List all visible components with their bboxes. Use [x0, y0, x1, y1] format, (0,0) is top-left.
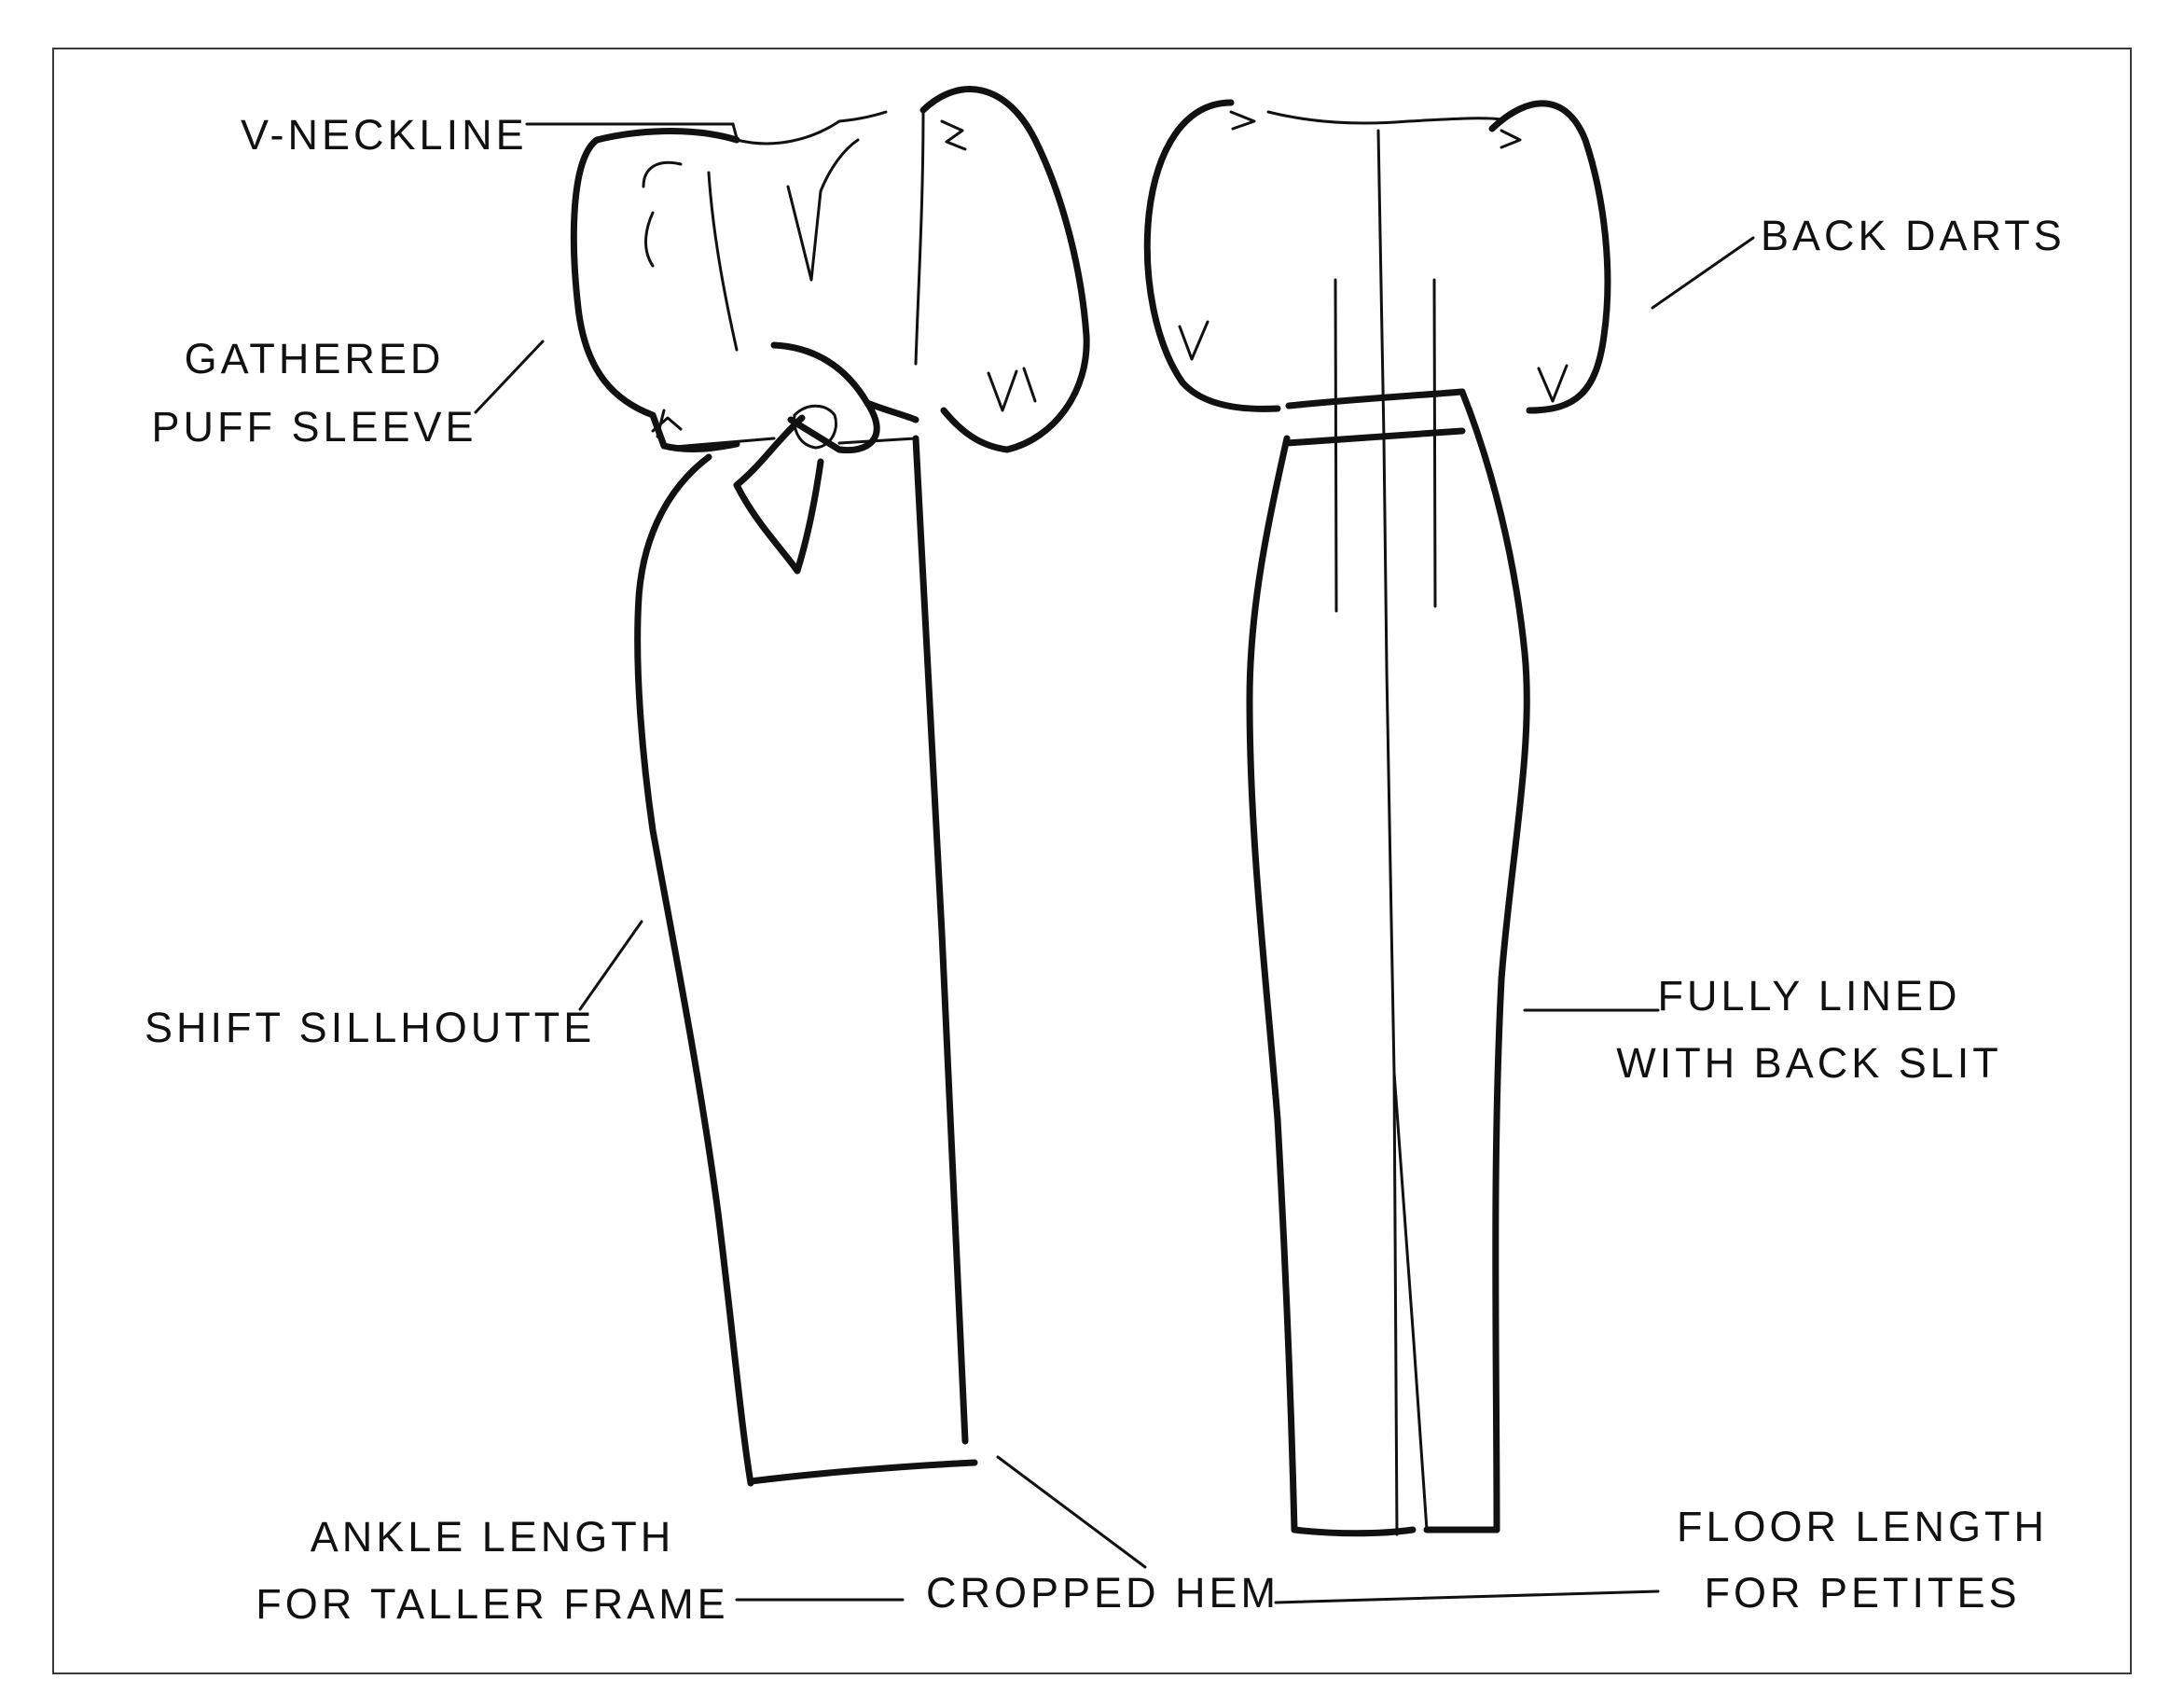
label-v-neckline: V-NECKLINE [241, 111, 528, 159]
front-waistband [662, 437, 918, 450]
front-right-sleeve-gathers [940, 119, 1037, 412]
leader-gathered-puff-sleeve [474, 340, 545, 414]
label-ankle-length-line2: FOR TALLER FRAME [256, 1580, 728, 1628]
back-center-seam [1376, 129, 1399, 1536]
label-shift-silhouette: SHIFT SILLHOUTTE [145, 1004, 595, 1051]
front-left-sleeve [570, 128, 740, 452]
back-dart-right [1432, 278, 1437, 608]
back-body-right [1458, 388, 1530, 1534]
front-bow [733, 341, 919, 575]
front-left-sleeve-gathers [642, 160, 683, 438]
front-right-sleeve [919, 86, 1090, 453]
front-neckline [735, 110, 888, 282]
label-back-darts: BACK DARTS [1761, 212, 2066, 259]
label-gathered-puff-sleeve-line1: GATHERED [185, 335, 445, 382]
leader-floor-length [1274, 1589, 1660, 1604]
front-hem [747, 1459, 978, 1485]
label-fully-lined-line2: WITH BACK SLIT [1616, 1039, 2002, 1087]
back-right-sleeve-gathers [1500, 129, 1569, 403]
label-gathered-puff-sleeve-line2: PUFF SLEEVE [151, 403, 477, 451]
back-right-sleeve [1488, 100, 1611, 414]
label-fully-lined-line1: FULLY LINED [1658, 972, 1961, 1020]
label-cropped-hem: CROPPED HEM [926, 1569, 1279, 1617]
front-body-left [634, 453, 754, 1487]
label-floor-length-line2: FOR PETITES [1704, 1569, 2020, 1617]
leader-v-neckline-tip [731, 122, 739, 140]
back-slit [1392, 1071, 1429, 1532]
label-floor-length-line1: FLOOR LENGTH [1677, 1503, 2048, 1550]
leader-cropped-hem [996, 1455, 1147, 1569]
back-left-sleeve-gathers [1178, 110, 1256, 361]
back-neckline [1266, 110, 1503, 125]
back-waistband [1283, 388, 1466, 447]
front-bodice-lines [707, 108, 925, 366]
front-body-right [912, 435, 969, 1445]
front-bow-knot [793, 404, 837, 450]
leader-shift-silhouette [578, 920, 643, 1011]
back-dart-left [1334, 278, 1338, 613]
front-dress-sketch [570, 86, 1090, 1487]
label-ankle-length-line1: ANKLE LENGTH [311, 1513, 675, 1561]
diagram-frame [52, 48, 2132, 1674]
back-left-sleeve [1143, 99, 1281, 412]
leader-back-darts [1651, 236, 1755, 310]
back-dress-sketch [1143, 99, 1611, 1537]
back-hem [1291, 1526, 1500, 1537]
back-body-left [1246, 435, 1298, 1534]
